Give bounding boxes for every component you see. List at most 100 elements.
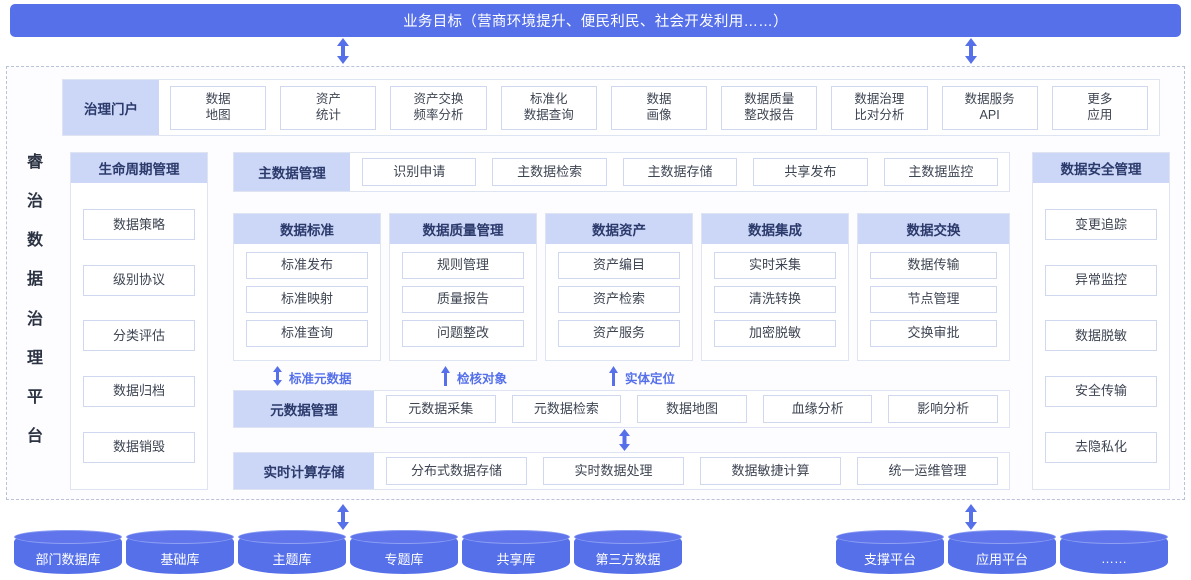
- lifecycle-item-1[interactable]: 级别协议: [83, 264, 195, 296]
- metadata-item-2[interactable]: 数据地图: [637, 395, 747, 423]
- data-security-management-panel: 数据安全管理 变更追踪 异常监控 数据脱敏 安全传输 去隐私化: [1032, 152, 1170, 490]
- double-arrow-icon-top-left: [336, 38, 350, 64]
- data-integration-panel: 数据集成 实时采集 清洗转换 加密脱敏: [701, 213, 849, 361]
- portal-item-line2: 比对分析: [854, 107, 905, 122]
- data-quality-item-1[interactable]: 质量报告: [402, 286, 524, 313]
- master-data-item-1[interactable]: 主数据检索: [492, 158, 607, 186]
- data-asset-item-0[interactable]: 资产编目: [558, 252, 680, 279]
- data-source-4[interactable]: 共享库: [462, 530, 570, 574]
- data-standard-header: 数据标准: [234, 214, 380, 244]
- platform-title-char: 理: [26, 349, 43, 367]
- data-source-1[interactable]: 基础库: [126, 530, 234, 574]
- platform-source-0[interactable]: 支撑平台: [836, 530, 944, 574]
- data-standard-item-2[interactable]: 标准查询: [246, 320, 368, 347]
- data-source-5[interactable]: 第三方数据: [574, 530, 682, 574]
- portal-item-2[interactable]: 资产交换频率分析: [390, 85, 487, 130]
- governance-portal-panel: 治理门户 数据地图 资产统计 资产交换频率分析 标准化数据查询 数据画像 数据质…: [62, 79, 1160, 136]
- data-exchange-item-0[interactable]: 数据传输: [870, 252, 997, 279]
- master-data-item-4[interactable]: 主数据监控: [883, 158, 999, 186]
- security-item-4[interactable]: 去隐私化: [1045, 431, 1157, 463]
- platform-source-2[interactable]: ……: [1060, 530, 1168, 574]
- portal-item-8[interactable]: 更多应用: [1051, 85, 1148, 130]
- data-asset-item-1[interactable]: 资产检索: [558, 286, 680, 313]
- platform-source-1[interactable]: 应用平台: [948, 530, 1056, 574]
- master-data-item-0[interactable]: 识别申请: [362, 158, 477, 186]
- up-arrow-icon: [608, 366, 619, 389]
- portal-item-line2: API: [979, 107, 1000, 122]
- metadata-header: 元数据管理: [234, 391, 374, 427]
- data-asset-panel: 数据资产 资产编目 资产检索 资产服务: [545, 213, 693, 361]
- metadata-item-3[interactable]: 血缘分析: [762, 395, 873, 423]
- portal-item-5[interactable]: 数据质量整改报告: [721, 85, 818, 130]
- metadata-item-4[interactable]: 影响分析: [888, 395, 998, 423]
- portal-item-line2: 地图: [205, 107, 231, 122]
- data-exchange-item-1[interactable]: 节点管理: [870, 286, 997, 313]
- portal-item-4[interactable]: 数据画像: [610, 85, 708, 130]
- data-exchange-header: 数据交换: [858, 214, 1009, 244]
- portal-item-3[interactable]: 标准化数据查询: [500, 85, 597, 130]
- data-standard-panel: 数据标准 标准发布 标准映射 标准查询: [233, 213, 381, 361]
- flow-label-standard-metadata: 标准元数据: [272, 366, 352, 389]
- realtime-item-2[interactable]: 数据敏捷计算: [700, 457, 841, 485]
- portal-item-line2: 整改报告: [744, 107, 795, 122]
- cylinder-top-icon: [126, 530, 234, 544]
- security-item-0[interactable]: 变更追踪: [1045, 209, 1157, 241]
- metadata-management-panel: 元数据管理 元数据采集 元数据检索 数据地图 血缘分析 影响分析: [233, 390, 1010, 428]
- realtime-item-3[interactable]: 统一运维管理: [857, 457, 998, 485]
- realtime-compute-storage-panel: 实时计算存储 分布式数据存储 实时数据处理 数据敏捷计算 统一运维管理: [233, 452, 1010, 490]
- data-standard-item-1[interactable]: 标准映射: [246, 286, 368, 313]
- portal-item-line1: 资产: [315, 91, 341, 106]
- governance-portal-items: 数据地图 资产统计 资产交换频率分析 标准化数据查询 数据画像 数据质量整改报告…: [163, 80, 1155, 135]
- security-item-3[interactable]: 安全传输: [1045, 376, 1157, 408]
- data-quality-item-0[interactable]: 规则管理: [402, 252, 524, 279]
- lifecycle-item-2[interactable]: 分类评估: [83, 320, 195, 352]
- portal-item-1[interactable]: 资产统计: [280, 85, 377, 130]
- lifecycle-item-4[interactable]: 数据销毁: [83, 431, 195, 463]
- data-sources-right: 支撑平台 应用平台 ……: [830, 530, 1190, 578]
- portal-item-line2: 频率分析: [413, 107, 464, 122]
- security-header: 数据安全管理: [1033, 153, 1169, 183]
- portal-item-line1: 更多: [1087, 91, 1113, 106]
- up-arrow-icon: [440, 366, 451, 389]
- master-data-item-3[interactable]: 共享发布: [753, 158, 868, 186]
- data-standard-item-0[interactable]: 标准发布: [246, 252, 368, 279]
- master-data-item-2[interactable]: 主数据存储: [622, 158, 738, 186]
- cylinder-top-icon: [836, 530, 944, 544]
- data-integration-item-1[interactable]: 清洗转换: [714, 286, 836, 313]
- data-asset-item-2[interactable]: 资产服务: [558, 320, 680, 347]
- lifecycle-item-0[interactable]: 数据策略: [83, 209, 195, 241]
- data-exchange-item-2[interactable]: 交换审批: [870, 320, 997, 347]
- portal-item-line1: 标准化: [530, 91, 568, 106]
- security-item-2[interactable]: 数据脱敏: [1045, 320, 1157, 352]
- double-arrow-icon: [272, 366, 283, 389]
- portal-item-line2: 画像: [646, 107, 672, 122]
- data-source-0[interactable]: 部门数据库: [14, 530, 122, 574]
- security-items: 变更追踪 异常监控 数据脱敏 安全传输 去隐私化: [1033, 183, 1169, 489]
- flow-label-text: 标准元数据: [289, 372, 352, 386]
- portal-item-line1: 数据服务: [964, 91, 1015, 106]
- data-source-2[interactable]: 主题库: [238, 530, 346, 574]
- metadata-item-1[interactable]: 元数据检索: [511, 395, 622, 423]
- realtime-item-1[interactable]: 实时数据处理: [543, 457, 684, 485]
- data-source-label: 基础库: [160, 551, 200, 567]
- data-source-3[interactable]: 专题库: [350, 530, 458, 574]
- lifecycle-header: 生命周期管理: [71, 153, 207, 183]
- data-integration-item-0[interactable]: 实时采集: [714, 252, 836, 279]
- realtime-items: 分布式数据存储 实时数据处理 数据敏捷计算 统一运维管理: [378, 453, 1006, 489]
- lifecycle-item-3[interactable]: 数据归档: [83, 376, 195, 408]
- cylinder-top-icon: [238, 530, 346, 544]
- data-asset-items: 资产编目 资产检索 资产服务: [546, 244, 692, 360]
- governance-portal-header: 治理门户: [63, 80, 159, 135]
- platform-source-label: 应用平台: [975, 551, 1028, 567]
- data-quality-item-2[interactable]: 问题整改: [402, 320, 524, 347]
- flow-label-check-object: 检核对象: [440, 366, 507, 389]
- lifecycle-management-panel: 生命周期管理 数据策略 级别协议 分类评估 数据归档 数据销毁: [70, 152, 208, 490]
- metadata-item-0[interactable]: 元数据采集: [386, 395, 496, 423]
- portal-item-0[interactable]: 数据地图: [170, 85, 267, 130]
- flow-label-text: 检核对象: [457, 372, 508, 386]
- portal-item-6[interactable]: 数据治理比对分析: [831, 85, 928, 130]
- realtime-item-0[interactable]: 分布式数据存储: [386, 457, 527, 485]
- data-integration-item-2[interactable]: 加密脱敏: [714, 320, 836, 347]
- security-item-1[interactable]: 异常监控: [1045, 264, 1157, 296]
